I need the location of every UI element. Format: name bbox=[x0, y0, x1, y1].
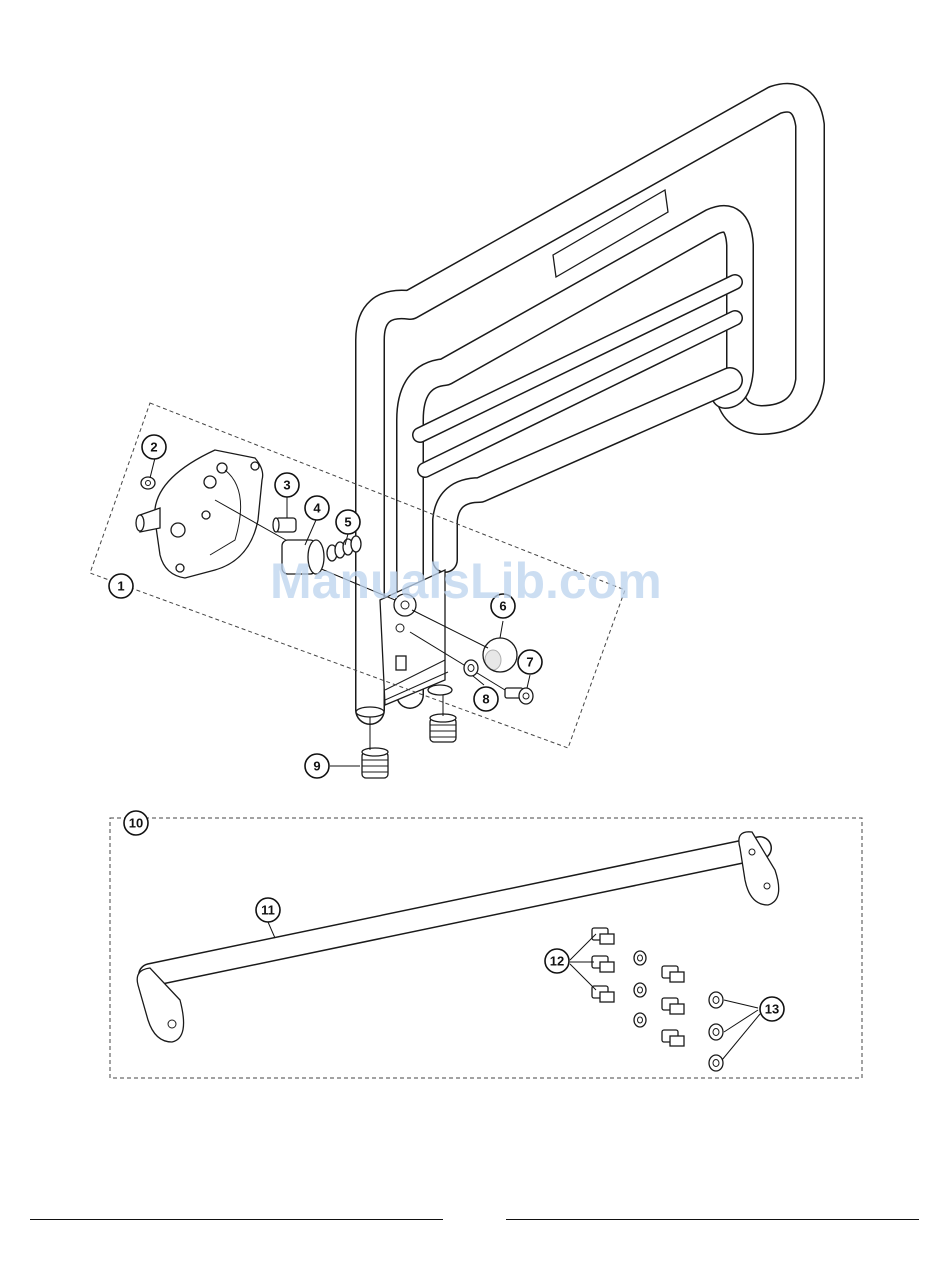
side-rail-frame bbox=[356, 98, 810, 717]
footer-rule-right bbox=[506, 1219, 919, 1220]
watermark-text: ManualsLib.com bbox=[270, 553, 662, 609]
callout-11: 11 bbox=[256, 898, 280, 922]
callout-10: 10 bbox=[124, 811, 148, 835]
callout-label-2: 2 bbox=[150, 440, 157, 455]
callout-7: 7 bbox=[518, 650, 542, 674]
callout-label-3: 3 bbox=[283, 478, 290, 493]
callout-label-5: 5 bbox=[344, 515, 351, 530]
washers-middle bbox=[634, 951, 646, 1027]
footer-rule-left bbox=[30, 1219, 443, 1220]
callout-12: 12 bbox=[545, 949, 569, 973]
callout-2: 2 bbox=[142, 435, 166, 459]
plug-cap-second bbox=[430, 714, 456, 742]
part-9-plug-cap bbox=[362, 748, 388, 778]
callout-13: 13 bbox=[760, 997, 784, 1021]
callout-1: 1 bbox=[109, 574, 133, 598]
callout-label-1: 1 bbox=[117, 579, 124, 594]
callout-label-9: 9 bbox=[313, 759, 320, 774]
callout-label-11: 11 bbox=[261, 903, 275, 918]
callout-label-10: 10 bbox=[129, 816, 143, 831]
callout-4: 4 bbox=[305, 496, 329, 520]
part-13-washers bbox=[709, 992, 723, 1071]
part-8-washer bbox=[464, 660, 478, 676]
callout-label-8: 8 bbox=[482, 692, 489, 707]
part-2-nut bbox=[141, 477, 155, 489]
callout-label-12: 12 bbox=[550, 954, 564, 969]
callout-9: 9 bbox=[305, 754, 329, 778]
callout-8: 8 bbox=[474, 687, 498, 711]
hinge-plate bbox=[136, 450, 263, 578]
part-7-bolt bbox=[505, 688, 533, 704]
callout-5: 5 bbox=[336, 510, 360, 534]
callout-label-4: 4 bbox=[313, 501, 321, 516]
part-3-pin bbox=[273, 518, 296, 532]
callout-label-13: 13 bbox=[765, 1002, 779, 1017]
callout-3: 3 bbox=[275, 473, 299, 497]
callout-label-7: 7 bbox=[526, 655, 533, 670]
part-6-knob bbox=[483, 638, 517, 672]
